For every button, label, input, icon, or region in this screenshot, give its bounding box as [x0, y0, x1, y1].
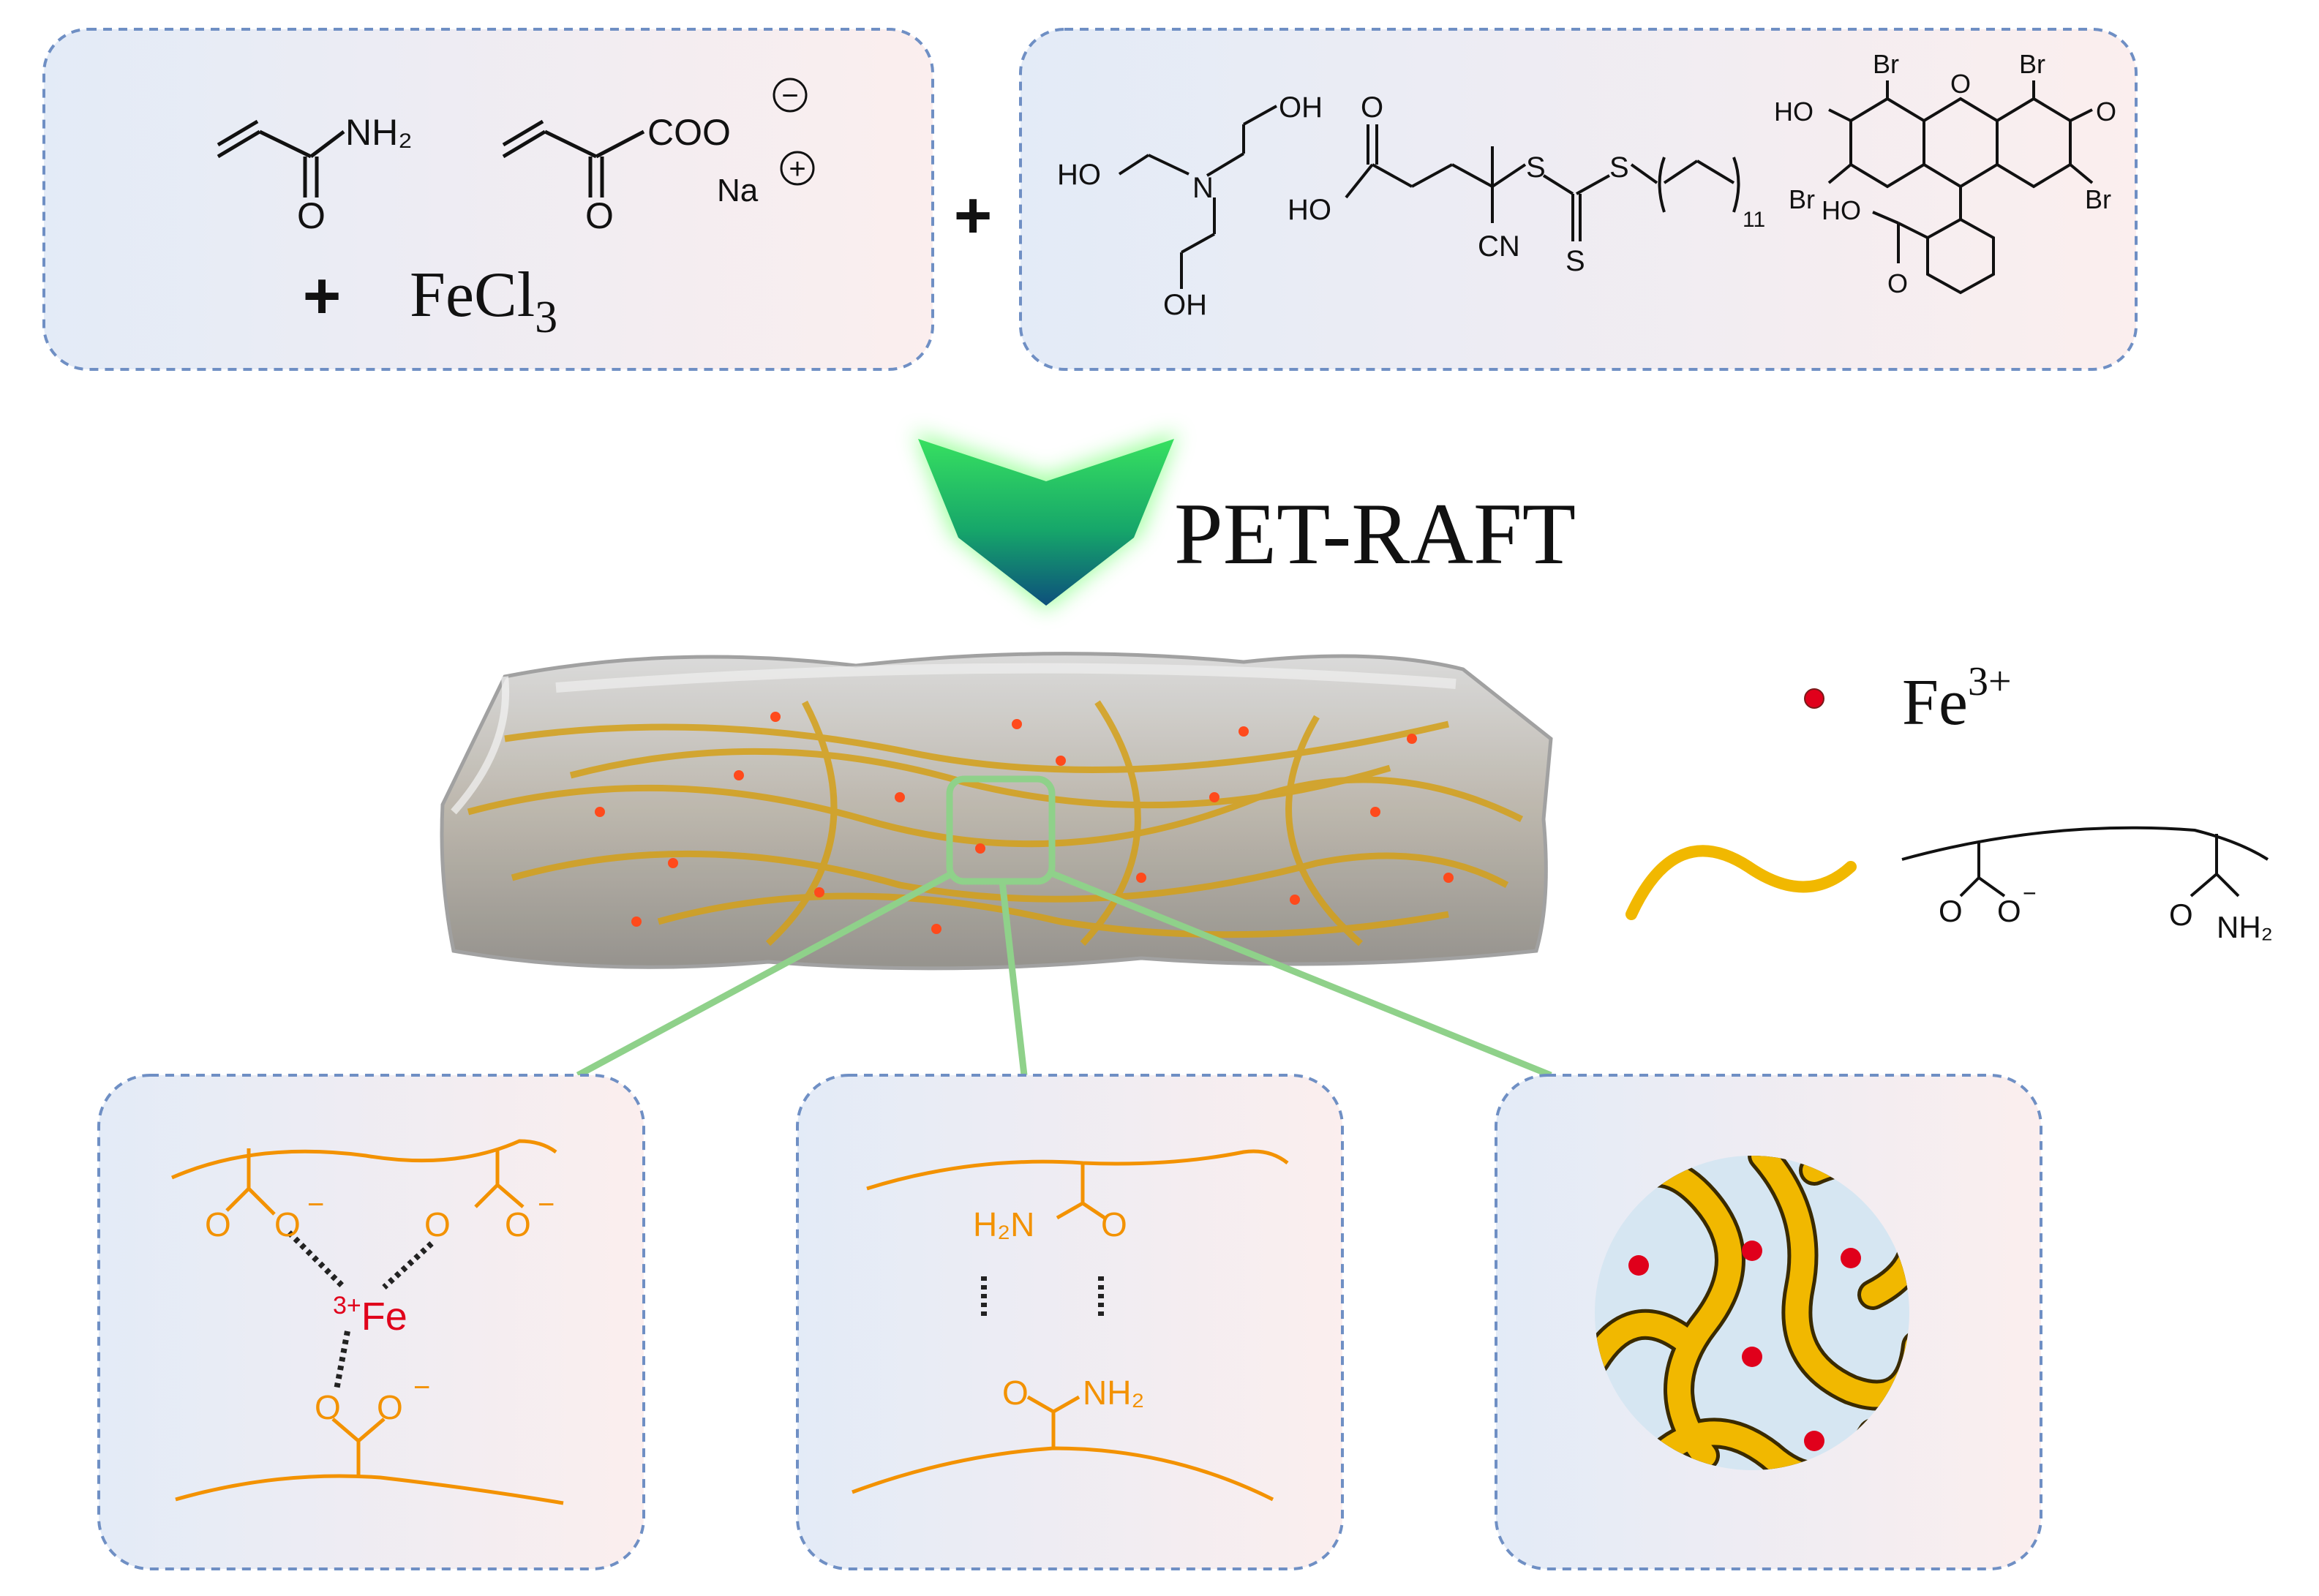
ionic-o-2: O: [274, 1205, 301, 1243]
eosin-acid-o: O: [1887, 268, 1908, 298]
tea-nitrogen: N: [1192, 172, 1214, 204]
process-label: PET-RAFT: [1174, 485, 1576, 582]
hbond-nh2: NH₂: [1083, 1374, 1144, 1412]
acrylamide-o-label: O: [297, 195, 326, 236]
inset-entangled-network: [1495, 1074, 2042, 1570]
minus-charge-circle: [773, 78, 808, 113]
ionic-fe-label: 3+Fe: [333, 1292, 407, 1339]
tea-oh-bottom: OH: [1163, 289, 1207, 321]
chain-structure: [1901, 826, 2269, 897]
cta-structure: [1345, 124, 1740, 241]
eosin-ring-o: O: [1950, 69, 1971, 99]
acrylate-structure: [502, 119, 645, 197]
eosin-br2: Br: [2019, 49, 2045, 79]
fiber-legend-icon: [1625, 845, 1857, 920]
hbond-o-bottom: O: [1002, 1374, 1029, 1412]
inset-ionic-coordination: O O − O O − O O − 3+Fe: [97, 1074, 645, 1570]
fe-ions-in-gel: [595, 712, 1454, 934]
reaction-arrow: [914, 432, 1178, 611]
eosin-br4: Br: [2085, 184, 2111, 214]
zoom-region: [946, 775, 1056, 885]
triethanolamine-structure: [1118, 105, 1277, 289]
acrylate-coo-label: COO: [647, 112, 731, 153]
cta-s2: S: [1609, 151, 1629, 184]
inset-hydrogen-bonding: H₂N O O NH₂: [796, 1074, 1344, 1570]
chain-amide-o: O: [2169, 897, 2193, 932]
cta-ho: HO: [1288, 194, 1331, 226]
hbond-h2n: H₂N: [973, 1205, 1034, 1243]
chain-o-minus: O: [1997, 894, 2021, 928]
eosin-acid-ho: HO: [1822, 195, 1861, 225]
eosin-ho: HO: [1774, 97, 1814, 127]
catalyst-box: OH HO N OH O HO S S S: [1019, 28, 2138, 371]
cta-s1: S: [1526, 151, 1546, 184]
hydrogel-block: [440, 652, 1553, 971]
zoom-connectors: [576, 870, 1552, 1079]
ionic-o-5: O: [315, 1388, 341, 1426]
chain-nh2: NH₂: [2217, 910, 2273, 944]
fe-legend-label: Fe3+: [1902, 659, 2012, 739]
hbond-o-top: O: [1101, 1205, 1127, 1243]
plus-charge-circle: [780, 151, 815, 186]
ionic-minus-3: −: [413, 1371, 430, 1404]
ionic-o-4: O: [505, 1205, 531, 1243]
ionic-minus-1: −: [307, 1189, 324, 1221]
sodium-label: Na: [717, 173, 759, 208]
legend: Fe3+ O O − O NH₂: [1625, 659, 2273, 944]
cta-s3: S: [1566, 245, 1585, 277]
ionic-o-6: O: [377, 1388, 403, 1426]
plus-charge: +: [789, 153, 805, 185]
acrylamide-nh2-label: NH₂: [345, 112, 413, 153]
cta-carbonyl-o: O: [1361, 91, 1383, 124]
fecl3-label: FeCl3: [410, 260, 557, 342]
reagents-plus-sign: +: [303, 260, 342, 333]
fe-legend-dot: [1804, 688, 1824, 709]
chain-minus: −: [2023, 880, 2037, 906]
acrylate-o-label: O: [585, 195, 614, 236]
tea-ho-left: HO: [1057, 159, 1101, 191]
eosin-structure: [1827, 80, 2094, 295]
ionic-o-1: O: [205, 1205, 231, 1243]
eosin-br1: Br: [1873, 49, 1899, 79]
cta-cn: CN: [1478, 230, 1520, 263]
acrylamide-structure: [217, 119, 345, 197]
eosin-keto-o: O: [2096, 97, 2116, 127]
chain-o: O: [1939, 894, 1963, 928]
cta-subscript: 11: [1743, 208, 1765, 232]
ionic-o-3: O: [424, 1205, 451, 1243]
reagents-box: NH₂ O COO O − Na + + FeCl3: [42, 28, 934, 371]
minus-charge: −: [781, 80, 798, 112]
eosin-br3: Br: [1789, 184, 1815, 214]
ionic-minus-2: −: [538, 1189, 555, 1221]
between-plus-sign: +: [954, 179, 993, 252]
tea-oh-top: OH: [1279, 91, 1323, 124]
